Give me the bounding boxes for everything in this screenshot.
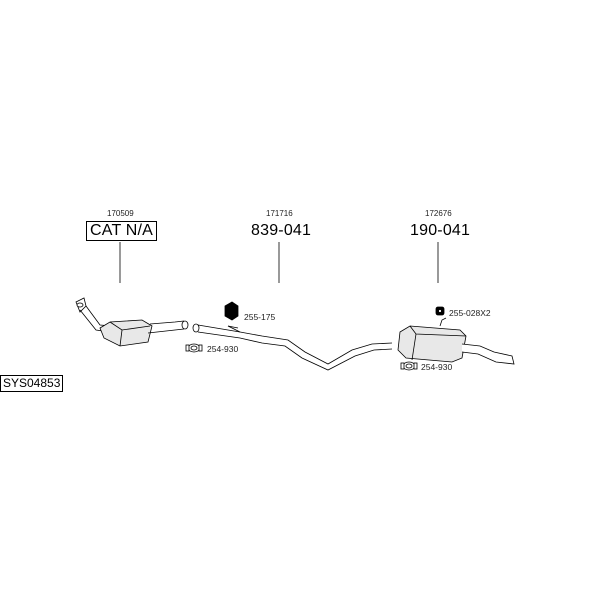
clamp-icon — [185, 343, 203, 353]
fitting-label: 254-930 — [421, 362, 453, 372]
rubber-mount-icon — [435, 306, 445, 316]
catalytic-converter — [75, 297, 189, 347]
clamp-icon — [400, 361, 418, 371]
part-number-label: 190-041 — [410, 222, 471, 239]
part-number-label: 839-041 — [251, 222, 312, 239]
part-number-label: CAT N/A — [86, 221, 158, 241]
rear-silencer — [397, 317, 515, 365]
fitting-label: 255-175 — [244, 312, 276, 322]
fitting-label: 254-930 — [207, 344, 239, 354]
nut-icon — [224, 301, 239, 321]
part-ref-number: 172676 — [425, 209, 452, 218]
fitting-label: 255-028X2 — [449, 308, 491, 318]
system-id-label: SYS04853 — [0, 375, 64, 392]
part-ref-number: 171716 — [266, 209, 293, 218]
part-ref-number: 170509 — [107, 209, 134, 218]
middle-pipe — [192, 323, 393, 371]
